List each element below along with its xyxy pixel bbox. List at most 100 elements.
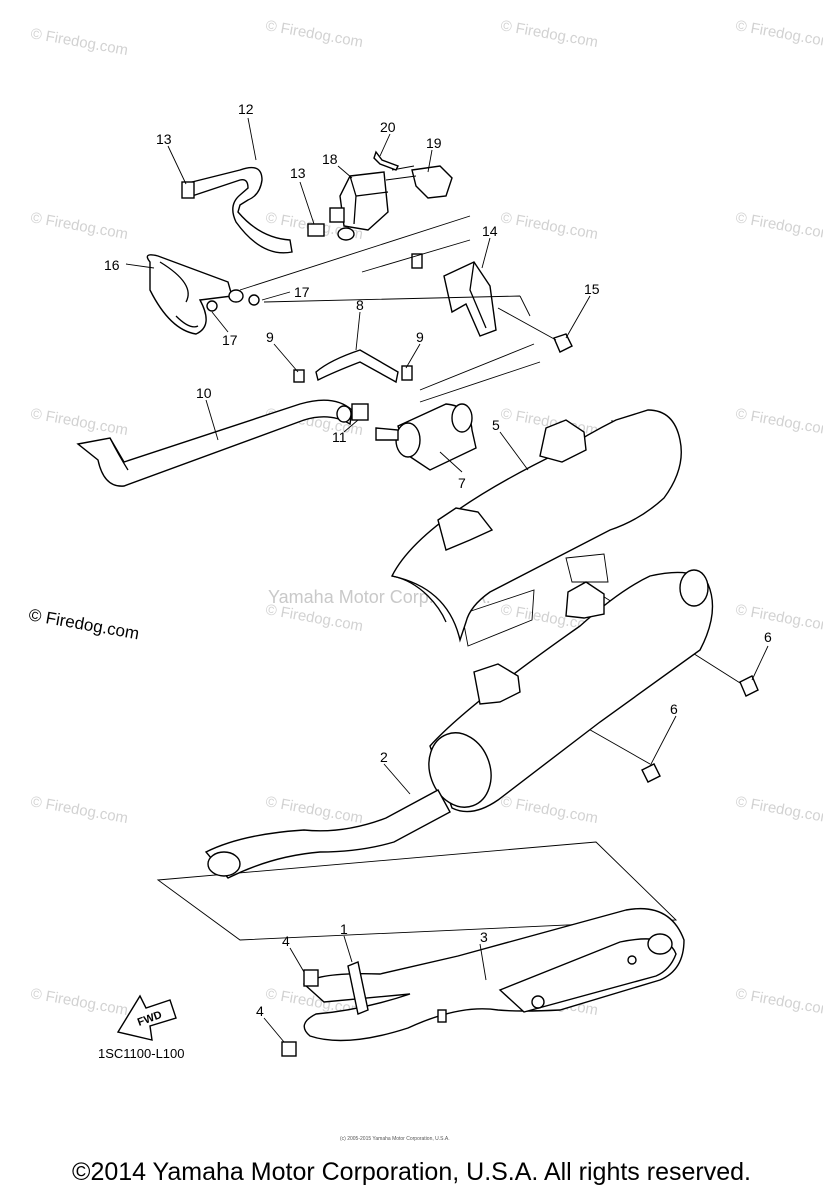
leader-3: [479, 943, 487, 981]
watermark: © Firedog.com: [29, 793, 129, 827]
bolt-15: [553, 333, 573, 353]
callout-6: 6: [670, 701, 678, 717]
fwd-arrow-shape: [116, 994, 177, 1041]
exhaust-pipe-3-group: [281, 908, 685, 1057]
watermark: © Firedog.com: [734, 405, 823, 439]
callout-18: 18: [322, 151, 338, 167]
valve-edges: [349, 175, 389, 225]
leader-4a: [289, 947, 305, 973]
diagram-code: 1SC1100-L100: [98, 1046, 185, 1061]
watermark: © Firedog.com: [29, 985, 129, 1019]
leader-13a: [167, 145, 187, 185]
watermark: © Firedog.com: [29, 209, 129, 243]
canister-ring: [451, 403, 473, 433]
leader-16: [125, 263, 155, 269]
bolt-20: [373, 150, 399, 171]
heat-protector-clip-left: [437, 507, 494, 551]
watermark: © Firedog.com: [734, 985, 823, 1019]
heat-protector-clip-right: [539, 419, 587, 463]
callouts: 13 12 13 18 20 19 14 16 17 15 8 17 9 9 1…: [104, 101, 772, 1019]
watermark: © Firedog.com: [499, 209, 599, 243]
callout-20: 20: [380, 119, 396, 135]
watermark: © Firedog.com: [499, 17, 599, 51]
leader-15: [565, 295, 591, 339]
canister-7-group: [375, 403, 477, 471]
watermark: © Firedog.com: [734, 17, 823, 51]
shield-hole-right: [627, 955, 637, 965]
pipe-10-edge: [109, 437, 129, 471]
hose-8-group: [293, 349, 413, 384]
callout-7: 7: [458, 475, 466, 491]
hose-16-end: [228, 289, 244, 303]
leader-4b: [263, 1017, 285, 1043]
muffler-2-outlet: [679, 569, 709, 607]
watermark-prominent: © Firedog.com: [27, 605, 140, 643]
callout-4: 4: [256, 1003, 264, 1019]
muffler-2-group: [204, 569, 759, 879]
canister-nozzle: [375, 427, 399, 441]
leader-6b: [649, 715, 677, 767]
callout-17: 17: [222, 332, 238, 348]
leader-11: [343, 419, 359, 433]
callout-15: 15: [584, 281, 600, 297]
leader-6a: [751, 645, 769, 681]
callout-5: 5: [492, 417, 500, 433]
exhaust-pipe-3-port: [647, 933, 673, 955]
watermark: © Firedog.com: [264, 793, 364, 827]
leader-17a: [261, 291, 291, 301]
pipe-10-end: [336, 405, 352, 423]
hose-16-contour: [159, 261, 199, 328]
heat-protector-5-group: [390, 409, 682, 643]
leader-5: [499, 431, 529, 471]
callout-9: 9: [416, 329, 424, 345]
watermark: © Firedog.com: [29, 25, 129, 59]
valve-outlet: [337, 227, 355, 241]
callout-3: 3: [480, 929, 488, 945]
leader-2: [383, 763, 411, 795]
bolt-6-upper: [739, 675, 759, 697]
callout-12: 12: [238, 101, 254, 117]
callout-13: 13: [156, 131, 172, 147]
heat-protector-5: [390, 409, 682, 643]
air-hose-assembly: [146, 166, 325, 335]
watermark: © Firedog.com: [29, 405, 129, 439]
callout-4: 4: [282, 933, 290, 949]
air-cut-valve-group: [329, 150, 453, 241]
clamp-9-right: [401, 365, 413, 381]
muffler-clip-right: [565, 581, 605, 619]
leader-7: [439, 451, 463, 473]
leader-20: [379, 133, 391, 157]
watermark: © Firedog.com: [264, 17, 364, 51]
exhaust-pipe-3: [302, 908, 685, 1042]
leader-lines: [125, 117, 769, 1043]
clip-17-left: [206, 300, 218, 312]
callout-8: 8: [356, 297, 364, 313]
callout-17: 17: [294, 284, 310, 300]
bracket-14-group: [411, 253, 573, 353]
callout-13: 13: [290, 165, 306, 181]
copyright-footer: ©2014 Yamaha Motor Corporation, U.S.A. A…: [72, 1158, 751, 1186]
canister-cap: [395, 422, 421, 458]
bolt-6-lower: [641, 763, 661, 783]
pipe-stud: [437, 1009, 447, 1023]
muffler-clip-left: [473, 663, 521, 705]
callout-9: 9: [266, 329, 274, 345]
callout-6: 6: [764, 629, 772, 645]
pipe-10-group: [76, 399, 369, 487]
bracket-19: [411, 165, 453, 199]
air-cut-valve-18: [339, 171, 389, 231]
hose-12: [187, 166, 293, 254]
hose-8: [315, 349, 399, 384]
clamp-11: [351, 403, 369, 421]
guide-upper: [239, 215, 557, 403]
leader-8: [355, 311, 361, 351]
callout-1: 1: [340, 921, 348, 937]
muffler-2-pipe: [204, 789, 451, 879]
leader-18: [337, 165, 353, 179]
watermark: © Firedog.com: [734, 209, 823, 243]
muffler-2-inlet: [207, 851, 241, 877]
bolt-4-upper: [303, 969, 319, 987]
leader-9a: [273, 343, 299, 373]
callout-19: 19: [426, 135, 442, 151]
